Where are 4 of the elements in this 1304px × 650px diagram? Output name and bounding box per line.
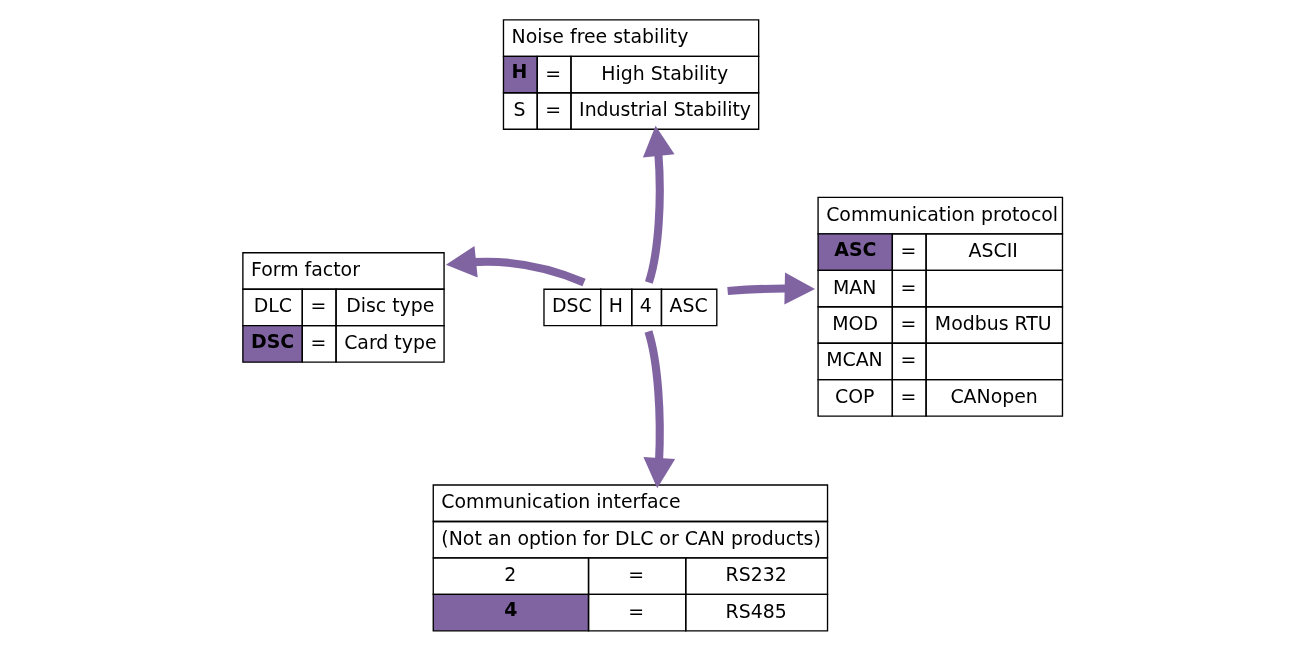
arrow — [727, 272, 815, 305]
arrow — [445, 245, 586, 287]
arrow — [642, 125, 675, 284]
arrow — [643, 330, 676, 489]
